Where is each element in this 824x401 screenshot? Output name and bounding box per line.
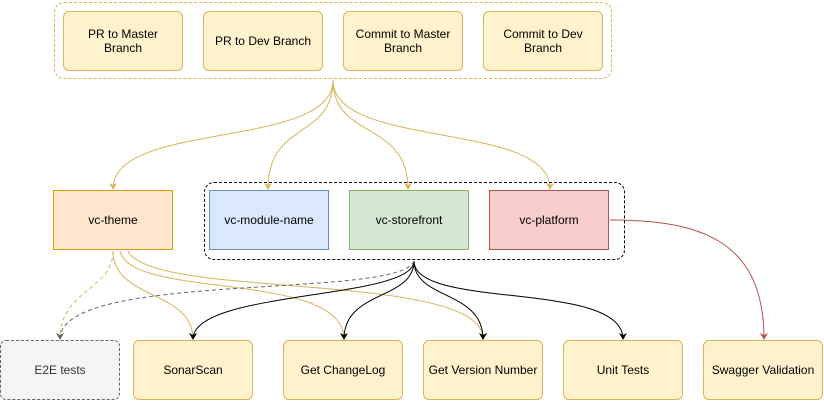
- edge-repos-to-version: [413, 260, 487, 340]
- job-unit-tests[interactable]: Unit Tests: [563, 340, 683, 400]
- job-e2e-tests-label: E2E tests: [34, 363, 86, 377]
- edge-triggers-to-platform: [332, 79, 554, 190]
- trigger-pr-dev[interactable]: PR to Dev Branch: [203, 11, 323, 71]
- repo-vc-platform-label: vc-platform: [519, 213, 579, 227]
- edge-repos-to-e2e: [56, 260, 415, 340]
- edge-platform-to-swagger: [609, 219, 768, 340]
- job-get-changelog[interactable]: Get ChangeLog: [283, 340, 403, 400]
- job-sonarscan[interactable]: SonarScan: [133, 340, 253, 400]
- repos-group: [204, 182, 625, 260]
- repo-vc-module-name[interactable]: vc-module-name: [209, 190, 329, 250]
- trigger-pr-dev-label: PR to Dev Branch: [214, 34, 312, 48]
- edge-triggers-to-module: [264, 79, 334, 190]
- repo-vc-storefront[interactable]: vc-storefront: [349, 190, 469, 250]
- job-e2e-tests[interactable]: E2E tests: [0, 340, 120, 400]
- edge-theme-to-e2e: [56, 250, 114, 340]
- edge-triggers-to-storefront: [332, 79, 412, 190]
- triggers-group: [54, 2, 612, 79]
- repo-vc-platform[interactable]: vc-platform: [489, 190, 609, 250]
- edge-repos-to-unit: [413, 260, 627, 340]
- trigger-commit-master[interactable]: Commit to Master Branch: [343, 11, 463, 71]
- repo-vc-module-name-label: vc-module-name: [224, 213, 314, 227]
- edge-theme-to-changelog: [119, 250, 348, 340]
- trigger-commit-master-label: Commit to Master Branch: [355, 27, 451, 55]
- edge-theme-to-sonar: [112, 250, 197, 340]
- edge-repos-to-changelog: [340, 260, 415, 340]
- job-swagger-validation[interactable]: Swagger Validation: [703, 340, 823, 400]
- edge-repos-to-sonar: [189, 260, 415, 340]
- edge-theme-to-version: [127, 250, 487, 340]
- trigger-pr-master-label: PR to Master Branch: [87, 27, 159, 55]
- repo-vc-theme-label: vc-theme: [88, 213, 138, 227]
- edge-triggers-to-theme: [109, 79, 334, 190]
- repo-vc-storefront-label: vc-storefront: [375, 213, 443, 227]
- trigger-commit-dev[interactable]: Commit to Dev Branch: [483, 11, 603, 71]
- job-get-version-number-label: Get Version Number: [428, 363, 538, 377]
- job-get-version-number[interactable]: Get Version Number: [423, 340, 543, 400]
- job-sonarscan-label: SonarScan: [163, 363, 223, 377]
- trigger-commit-dev-label: Commit to Dev Branch: [503, 27, 583, 55]
- job-unit-tests-label: Unit Tests: [596, 363, 650, 377]
- repo-vc-theme[interactable]: vc-theme: [53, 190, 173, 250]
- trigger-pr-master[interactable]: PR to Master Branch: [63, 11, 183, 71]
- job-swagger-validation-label: Swagger Validation: [711, 363, 815, 377]
- job-get-changelog-label: Get ChangeLog: [300, 363, 386, 377]
